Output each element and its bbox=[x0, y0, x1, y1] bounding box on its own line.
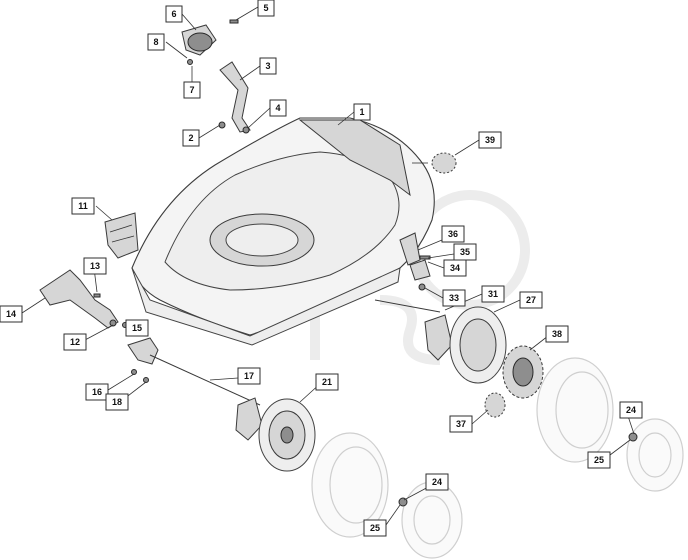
pinion-gear bbox=[484, 392, 506, 418]
svg-text:14: 14 bbox=[6, 309, 16, 319]
svg-text:35: 35 bbox=[460, 247, 470, 257]
svg-text:24: 24 bbox=[432, 477, 442, 487]
callout-16: 16 bbox=[85, 383, 109, 401]
svg-text:6: 6 bbox=[171, 9, 176, 19]
front-hub-disc bbox=[258, 398, 316, 472]
svg-text:7: 7 bbox=[189, 85, 194, 95]
callout-2: 2 bbox=[182, 129, 200, 147]
svg-text:1: 1 bbox=[359, 107, 364, 117]
svg-text:25: 25 bbox=[594, 455, 604, 465]
callout-24-front: 24 bbox=[425, 473, 449, 491]
callout-5: 5 bbox=[257, 0, 275, 17]
grass-comb bbox=[104, 212, 139, 259]
svg-text:38: 38 bbox=[552, 329, 562, 339]
callout-17: 17 bbox=[237, 367, 261, 385]
svg-text:25: 25 bbox=[370, 523, 380, 533]
callout-1: 1 bbox=[353, 103, 371, 121]
svg-text:39: 39 bbox=[485, 135, 495, 145]
handle-bracket bbox=[218, 61, 251, 134]
svg-text:16: 16 bbox=[92, 387, 102, 397]
svg-text:3: 3 bbox=[265, 61, 270, 71]
svg-text:12: 12 bbox=[70, 337, 80, 347]
callout-25-rear: 25 bbox=[587, 451, 611, 469]
callout-18: 18 bbox=[105, 393, 129, 411]
callout-8: 8 bbox=[147, 33, 165, 51]
callout-24-rear: 24 bbox=[619, 401, 643, 419]
callout-33: 33 bbox=[442, 289, 466, 307]
callout-34: 34 bbox=[443, 259, 467, 277]
callout-6: 6 bbox=[165, 5, 183, 23]
front-axle bbox=[127, 337, 263, 441]
callout-4: 4 bbox=[269, 99, 287, 117]
callout-3: 3 bbox=[259, 57, 277, 75]
svg-text:4: 4 bbox=[275, 103, 280, 113]
callout-39: 39 bbox=[478, 131, 502, 149]
adjust-lever bbox=[39, 269, 128, 329]
svg-text:24: 24 bbox=[626, 405, 636, 415]
svg-text:27: 27 bbox=[526, 295, 536, 305]
callouts: 1 2 3 4 5 6 7 8 11 12 13 14 15 16 17 18 … bbox=[0, 0, 643, 537]
svg-text:18: 18 bbox=[112, 397, 122, 407]
rear-wheel-outline bbox=[536, 357, 684, 492]
callout-38: 38 bbox=[545, 325, 569, 343]
rear-axle-assembly bbox=[374, 232, 453, 361]
callout-15: 15 bbox=[125, 319, 149, 337]
svg-text:36: 36 bbox=[448, 229, 458, 239]
callout-21: 21 bbox=[315, 373, 339, 391]
front-wheel-outline bbox=[311, 432, 463, 559]
svg-text:5: 5 bbox=[263, 3, 268, 13]
svg-text:37: 37 bbox=[456, 419, 466, 429]
svg-text:31: 31 bbox=[488, 289, 498, 299]
svg-text:15: 15 bbox=[132, 323, 142, 333]
callout-37: 37 bbox=[449, 415, 473, 433]
mower-deck bbox=[131, 117, 435, 346]
svg-text:33: 33 bbox=[449, 293, 459, 303]
svg-text:34: 34 bbox=[450, 263, 460, 273]
svg-text:8: 8 bbox=[153, 37, 158, 47]
callout-27: 27 bbox=[519, 291, 543, 309]
callout-25-front: 25 bbox=[363, 519, 387, 537]
height-knob bbox=[181, 19, 239, 65]
drive-gear bbox=[502, 345, 544, 399]
drive-pinion bbox=[412, 152, 457, 174]
svg-text:11: 11 bbox=[78, 201, 88, 211]
callout-7: 7 bbox=[183, 81, 201, 99]
svg-text:13: 13 bbox=[90, 261, 100, 271]
callout-13: 13 bbox=[83, 257, 107, 275]
svg-text:21: 21 bbox=[322, 377, 332, 387]
svg-text:2: 2 bbox=[188, 133, 193, 143]
rear-hub-disc bbox=[449, 306, 507, 384]
callout-11: 11 bbox=[71, 197, 95, 215]
callout-14: 14 bbox=[0, 305, 23, 323]
callout-36: 36 bbox=[441, 225, 465, 243]
callout-35: 35 bbox=[453, 243, 477, 261]
svg-text:17: 17 bbox=[244, 371, 254, 381]
callout-12: 12 bbox=[63, 333, 87, 351]
callout-31: 31 bbox=[481, 285, 505, 303]
